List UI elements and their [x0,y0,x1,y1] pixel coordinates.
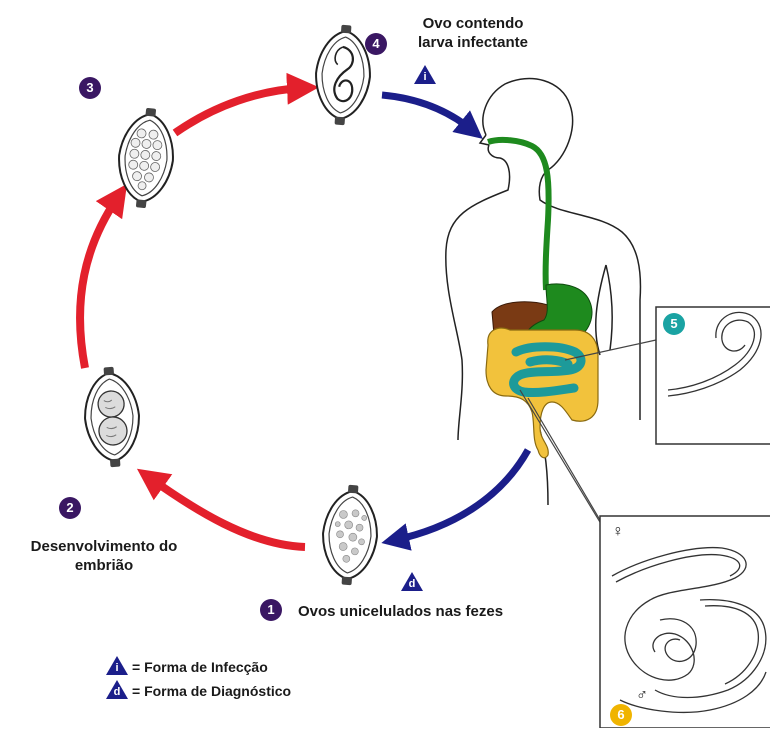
diagnostic-marker-letter: d [408,578,416,590]
arrow-host-to-1 [395,450,528,540]
stage-badge-1: 1 [260,599,282,621]
stage-2-label-line-1: Desenvolvimento do [4,537,204,556]
arrow-4-to-host [382,95,472,130]
stage-badge-2: 2 [59,497,81,519]
stage-1-label: Ovos unicelulados nas fezes [298,602,503,621]
diagnostic-stage-marker: d [401,572,423,591]
legend-diagnostic-icon: d [106,680,128,699]
stage-4-label-line-2: larva infectante [398,33,548,52]
stage-2-label: Desenvolvimento do embrião [4,537,204,575]
legend-infective-letter: i [113,662,121,674]
stage-4-label: Ovo contendo larva infectante [398,14,548,52]
infective-stage-marker: i [414,65,436,84]
legend-diagnostic-letter: d [113,686,121,698]
stage-badge-4: 4 [365,33,387,55]
female-symbol: ♀ [612,522,624,541]
male-symbol: ♂ [636,686,648,705]
legend-infective-icon: i [106,656,128,675]
egg-stage-3 [114,105,178,210]
egg-stage-2 [82,365,143,469]
arrow-2-to-3 [80,197,118,368]
stage-badge-3: 3 [79,77,101,99]
stage-4-label-line-1: Ovo contendo [398,14,548,33]
egg-stage-4 [313,23,374,127]
esophagus [488,140,549,290]
legend-infective-text: = Forma de Infecção [132,658,268,677]
stage-badge-6: 6 [610,704,632,726]
stage-2-label-line-2: embrião [4,556,204,575]
stage-badge-5: 5 [663,313,685,335]
arrow-3-to-4 [175,88,303,133]
infective-marker-letter: i [421,71,429,83]
legend-diagnostic-text: = Forma de Diagnóstico [132,682,291,701]
egg-stage-1 [320,483,381,587]
digestive-tract [486,140,598,458]
